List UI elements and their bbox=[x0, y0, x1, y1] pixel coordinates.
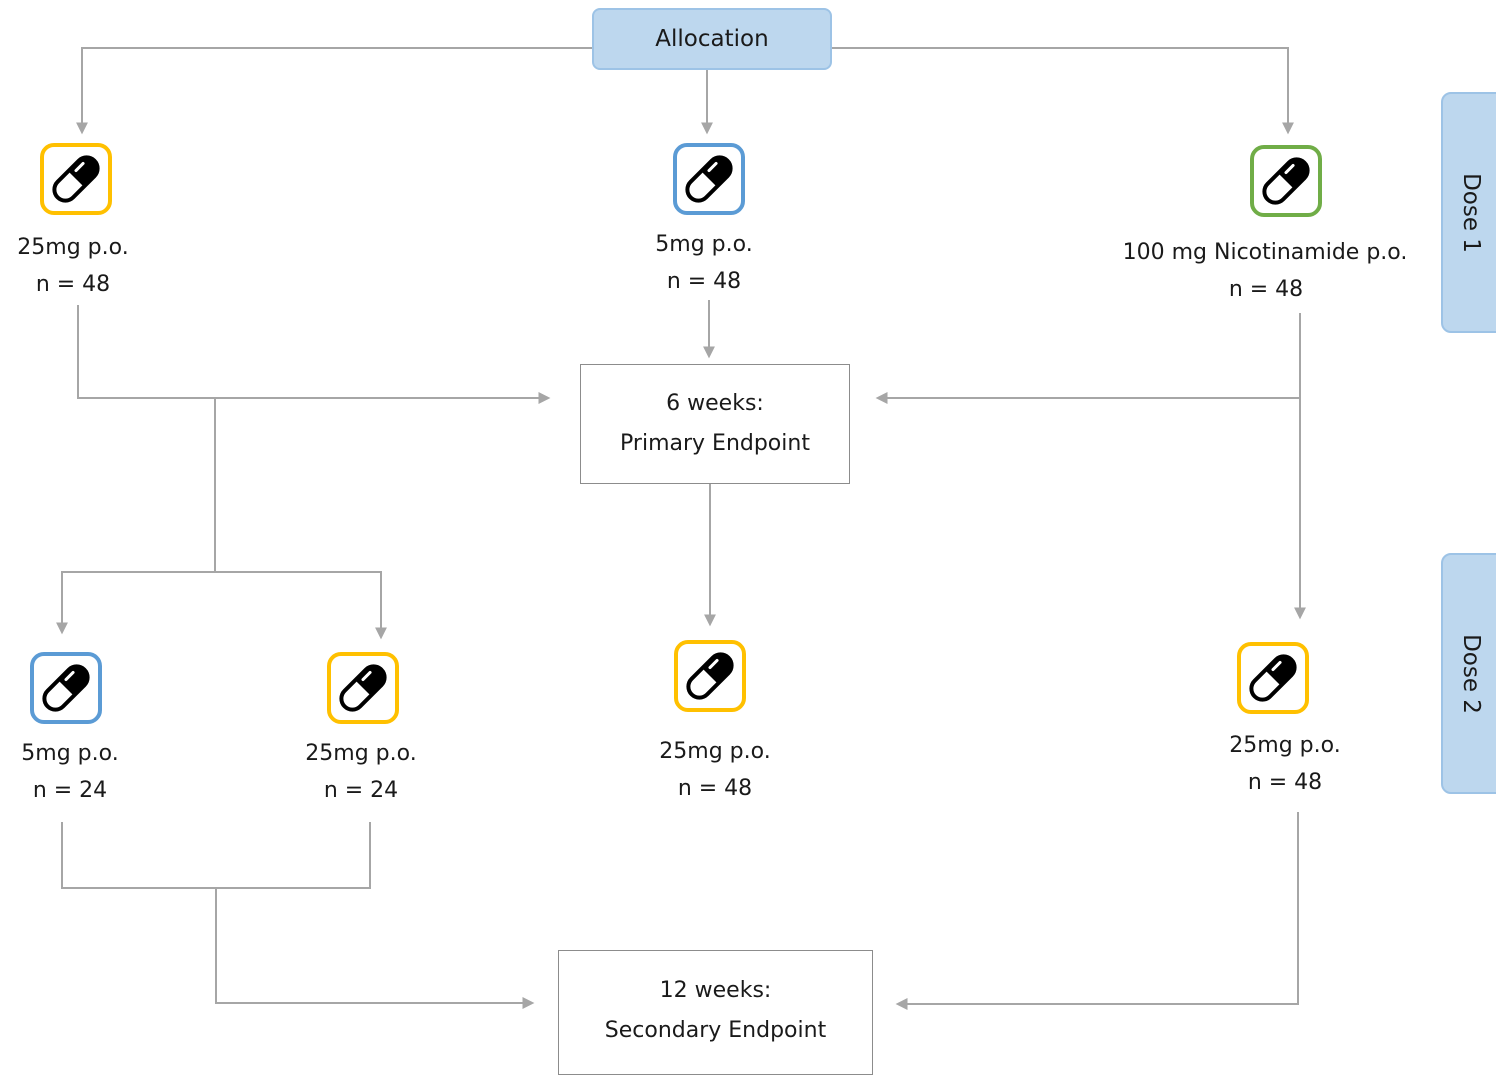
primary-endpoint-box: 6 weeks: Primary Endpoint bbox=[580, 364, 850, 484]
arm-2-label: 5mg p.o. n = 48 bbox=[604, 226, 804, 300]
pill-icon bbox=[674, 640, 746, 712]
arm-2-n: n = 48 bbox=[666, 269, 742, 294]
connector-right-to-primary bbox=[875, 313, 1301, 404]
connector-split-a bbox=[56, 571, 215, 635]
arm-1-n: n = 48 bbox=[35, 272, 111, 297]
arm-3-label: 100 mg Nicotinamide p.o. n = 48 bbox=[1100, 234, 1430, 308]
dose2-c-dose: 25mg p.o. bbox=[659, 739, 771, 764]
connector-split-b bbox=[215, 571, 387, 640]
connector-left-to-primary bbox=[77, 305, 551, 404]
pill-icon bbox=[40, 143, 112, 215]
dose-1-tab: Dose 1 bbox=[1441, 92, 1496, 333]
dose2-a-dose: 5mg p.o. bbox=[21, 741, 119, 766]
dose2-b-dose: 25mg p.o. bbox=[305, 741, 417, 766]
secondary-endpoint-box: 12 weeks: Secondary Endpoint bbox=[558, 950, 873, 1075]
allocation-label: Allocation bbox=[655, 26, 769, 52]
connector-pair-to-secondary bbox=[215, 888, 535, 1009]
pill-icon bbox=[1250, 145, 1322, 217]
connector-allocation-left bbox=[76, 47, 592, 135]
connector-pair-bracket bbox=[61, 822, 371, 889]
dose2-b-label: 25mg p.o. n = 24 bbox=[261, 735, 461, 809]
secondary-endpoint-time: 12 weeks: bbox=[659, 978, 772, 1003]
allocation-box: Allocation bbox=[592, 8, 832, 70]
dose-2-label: Dose 2 bbox=[1457, 633, 1484, 714]
arm-3-n: n = 48 bbox=[1228, 277, 1304, 302]
arm-1-dose: 25mg p.o. bbox=[17, 235, 129, 260]
dose2-a-label: 5mg p.o. n = 24 bbox=[0, 735, 170, 809]
dose2-b-n: n = 24 bbox=[323, 778, 399, 803]
primary-endpoint-time: 6 weeks: bbox=[666, 391, 764, 416]
arm-1-label: 25mg p.o. n = 48 bbox=[0, 229, 173, 303]
pill-icon bbox=[673, 143, 745, 215]
connector-allocation-right bbox=[832, 47, 1294, 135]
dose2-a-n: n = 24 bbox=[32, 778, 108, 803]
dose-2-tab: Dose 2 bbox=[1441, 553, 1496, 794]
dose-1-label: Dose 1 bbox=[1457, 172, 1484, 253]
arm-3-dose: 100 mg Nicotinamide p.o. bbox=[1122, 240, 1408, 265]
connector-right-to-secondary bbox=[895, 812, 1299, 1010]
dose2-c-label: 25mg p.o. n = 48 bbox=[615, 733, 815, 807]
dose2-d-dose: 25mg p.o. bbox=[1229, 733, 1341, 758]
arm-2-dose: 5mg p.o. bbox=[655, 232, 753, 257]
dose2-c-n: n = 48 bbox=[677, 776, 753, 801]
pill-icon bbox=[327, 652, 399, 724]
secondary-endpoint-label: Secondary Endpoint bbox=[604, 1018, 827, 1043]
pill-icon bbox=[30, 652, 102, 724]
primary-endpoint-label: Primary Endpoint bbox=[620, 431, 810, 456]
dose2-d-n: n = 48 bbox=[1247, 770, 1323, 795]
pill-icon bbox=[1237, 642, 1309, 714]
dose2-d-label: 25mg p.o. n = 48 bbox=[1185, 727, 1385, 801]
